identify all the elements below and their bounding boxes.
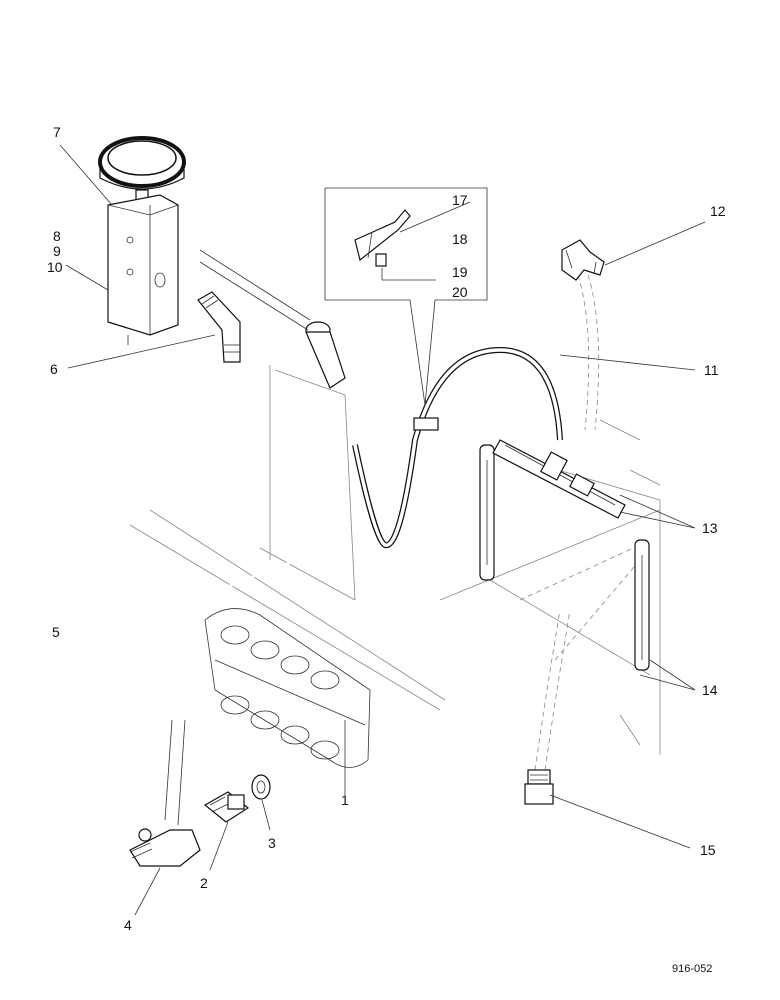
callout-19: 19 (452, 264, 468, 280)
hose-clip (413, 417, 439, 431)
callout-13: 13 (702, 520, 718, 536)
drawing-reference-number: 916-052 (672, 963, 712, 975)
tee-fitting (561, 239, 605, 281)
callout-7: 7 (53, 124, 61, 140)
callout-9: 9 (53, 243, 61, 259)
callout-2: 2 (200, 875, 208, 891)
callout-6: 6 (50, 361, 58, 377)
hose-end-fitting (199, 249, 346, 389)
callout-18: 18 (452, 231, 468, 247)
callout-labels: 1 2 3 4 5 6 7 8 9 10 11 12 13 14 15 17 1… (47, 124, 726, 933)
ram-pipe-assembly (479, 439, 650, 671)
callout-3: 3 (268, 835, 276, 851)
straight-connector (524, 769, 554, 805)
machine-outline (129, 365, 661, 755)
callout-11: 11 (704, 362, 719, 378)
elbow-fitting (197, 291, 241, 363)
callout-5: 5 (52, 624, 60, 640)
selector-valve (98, 136, 186, 345)
control-valve-block (204, 608, 371, 768)
callout-15: 15 (700, 842, 716, 858)
callout-10: 10 (47, 259, 63, 275)
callout-14: 14 (702, 682, 718, 698)
callout-20: 20 (452, 284, 468, 300)
callout-1: 1 (341, 792, 349, 808)
inset-detail-box (324, 187, 488, 406)
sealing-washer (251, 774, 271, 800)
adaptor-fitting (203, 791, 250, 823)
hoses (131, 274, 600, 771)
callout-12: 12 (710, 203, 726, 219)
callout-17: 17 (452, 192, 468, 208)
leader-lines (59, 144, 706, 916)
callout-4: 4 (124, 917, 132, 933)
callout-8: 8 (53, 228, 61, 244)
tee-plug-fitting (129, 719, 201, 867)
